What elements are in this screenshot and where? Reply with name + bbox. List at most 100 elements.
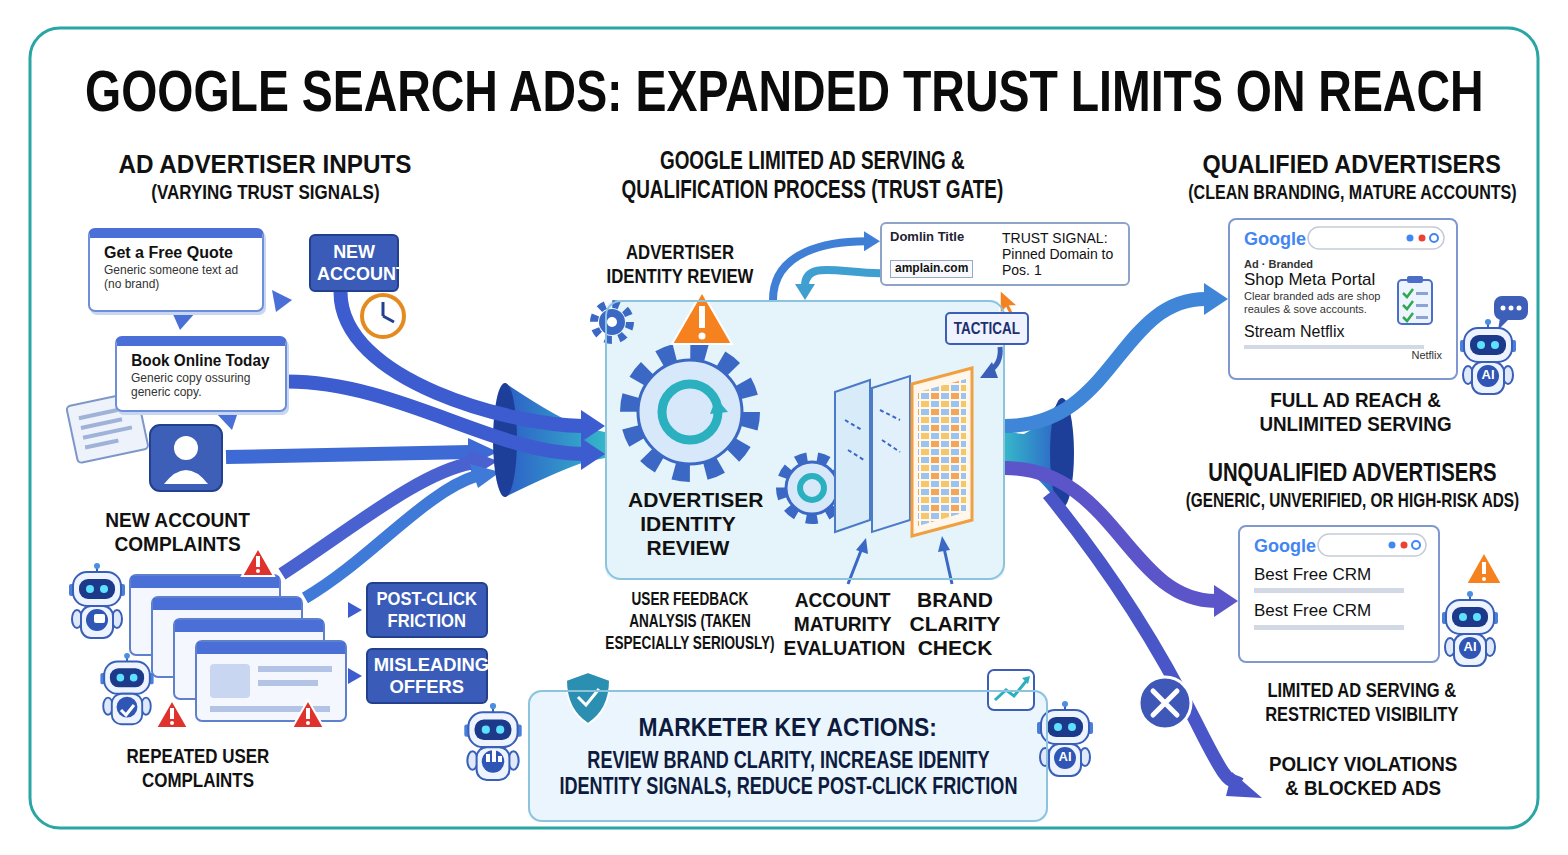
search-bar [1308,227,1444,249]
trust-gate-machinery [872,376,910,532]
result-icons [1482,577,1486,581]
google-logo: Google [1254,536,1424,557]
result-icons [1494,296,1528,320]
search-result-card: QUALIFIED ADVERTISERS(CLEAN BRANDING, MA… [1228,218,1458,380]
input-icons [382,302,385,316]
arrow-head [1214,585,1238,617]
result-icons [1226,772,1262,798]
result-icons [1460,319,1516,394]
result-icons [1482,562,1486,574]
complaint-stack [306,708,310,719]
node-text: Shop Meta Portal [1244,270,1442,290]
node-text: Generic copy ossuring generic copy. [131,372,271,400]
robot-badge: AI [1458,640,1482,655]
complaint-stack [170,708,174,719]
complaint-stack [292,700,324,728]
result-icons [1407,276,1423,283]
result-icons [1139,677,1191,729]
result-icons [1416,316,1428,319]
arrow-head [581,438,605,470]
box-fill [1228,218,1458,380]
result-icons [1466,552,1502,584]
complaint-stack [156,700,188,728]
complaint-stack [306,721,310,725]
node-fills [528,218,1458,822]
section-subheading: (GENERIC, UNVERIFIED, OR HIGH-RISK ADS) [1184,489,1519,512]
step-label: ACCOUNT MATURITY EVALUATION [784,588,902,660]
connector-line [1005,468,1216,601]
outcome-label: POLICY VIOLATIONS & BLOCKED ADS [1268,752,1458,800]
complaint-stack [256,569,260,573]
node-text: amplain.com [890,260,973,278]
result-icons [1517,306,1522,311]
search-icon [1412,541,1420,549]
issue-box: POST-CLICK FRICTION [366,582,488,638]
trust-gate-machinery [638,360,742,464]
complaint-stack [256,556,260,567]
complaint-stack [196,641,346,721]
trust-gate-machinery [782,458,842,518]
panel-heading: GOOGLE LIMITED AD SERVING & QUALIFICATIO… [612,146,1012,204]
search-result-card: UNQUALIFIED ADVERTISERS(GENERIC, UNVERIF… [1238,525,1440,663]
trust-gate-machinery [835,380,870,532]
trust-gate-machinery [800,476,824,500]
domain-card: Domlin Titleamplain.comTRUST SIGNAL: Pin… [880,222,1130,286]
outer-frame [30,28,1538,828]
complaint-stack [258,666,332,672]
section-heading: AD ADVERTISER INPUTS [118,150,413,180]
result-icons [1501,306,1506,311]
trust-gate-machinery [599,309,625,335]
tactical-tag: TACTICAL [945,312,1029,345]
complaint-stack [210,664,250,698]
step-label: USER FEEDBACK ANALYSIS (TAKEN ESPECIALLY… [605,588,775,654]
arrow-head [1204,283,1228,315]
flow-connector [1005,283,1228,426]
node-text: Stream Netflix [1244,323,1424,348]
section-heading: QUALIFIED ADVERTISERS [1202,150,1502,180]
input-icons [81,417,123,430]
trust-gate-machinery [699,333,706,340]
action-icons [1022,676,1030,684]
complaint-stack [153,598,301,610]
node-text: TRUST SIGNAL: Pinned Domain to Pos. 1 [1002,230,1120,278]
node-text: Clear branded ads are shop reaules & sov… [1244,290,1394,315]
google-logo: Google [1244,229,1442,250]
complaint-stack [197,642,345,654]
section-heading: UNQUALIFIED ADVERTISERS [1207,458,1497,488]
result-icons [1398,280,1432,324]
node-text: MARKETER KEY ACTIONS: [638,713,938,743]
complaint-stack [170,721,174,725]
result-icons [1416,292,1428,295]
result-icons [1416,304,1428,307]
group-label: NEW ACCOUNT COMPLAINTS [103,508,253,556]
result-icons [1403,313,1413,321]
section-subheading: (CLEAN BRANDING, MATURE ACCOUNTS) [1187,181,1517,204]
complaint-stack [69,548,362,728]
box-fill [528,690,1048,822]
result-icons [1403,289,1413,297]
complaint-stack [121,705,134,715]
badge-box: NEW ACCOUNT [309,234,399,292]
trust-gate-machinery [912,368,972,536]
input-icons [272,290,292,312]
connector-line [805,270,880,286]
trust-gate-machinery [594,304,630,340]
complaint-stack [242,548,274,576]
action-box: MARKETER KEY ACTIONS:REVIEW BRAND CLARIT… [528,690,1048,822]
box-fill [1238,525,1440,663]
complaint-stack [348,602,362,618]
input-arrows [305,476,476,598]
trust-gate-machinery [845,410,900,460]
arrow-head [864,231,880,251]
node-text: Best Free CRM [1254,601,1404,630]
node-text: Book Online Today [131,352,271,370]
trust-gate-machinery [786,462,838,514]
input-icons [150,425,222,491]
arrow-head [581,410,605,442]
complaint-stack [348,668,362,684]
search-icon [1389,542,1396,549]
search-icon [1401,542,1408,549]
trust-gate-machinery [938,536,950,552]
input-icons [172,312,196,330]
flow-connector [773,231,880,300]
